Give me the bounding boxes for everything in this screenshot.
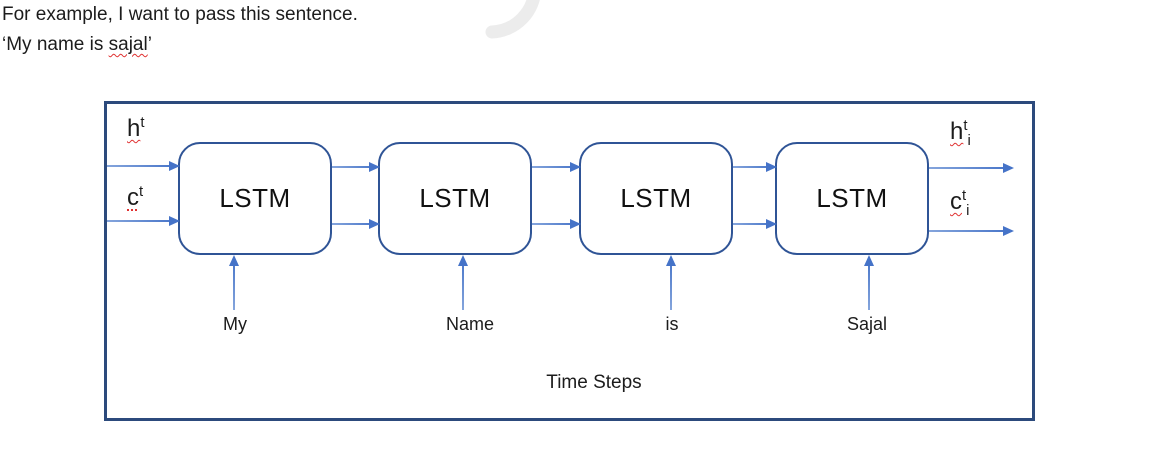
input-word-is: is xyxy=(665,314,679,334)
state-label-h-output-sub: i xyxy=(967,132,971,149)
state-label-c-output-sup: t xyxy=(962,188,967,204)
lstm-block-3-label: LSTM xyxy=(620,183,692,213)
state-label-h-output: hti xyxy=(950,118,971,149)
state-label-h-output-sup: t xyxy=(963,118,968,134)
misspelled-word: sajal xyxy=(108,34,148,55)
decorative-arc-icon xyxy=(485,0,540,39)
state-label-c-output-sub: i xyxy=(966,202,970,219)
state-label-c-output-base: c xyxy=(950,188,962,215)
h-output-arrow-icon xyxy=(929,163,1014,173)
state-label-h-input-base: h xyxy=(127,115,141,142)
state-label-c-output: cti xyxy=(950,188,970,219)
c-output-arrow-icon xyxy=(929,226,1014,236)
state-label-c-input: ct xyxy=(127,184,143,212)
c-input-arrow-icon xyxy=(107,216,180,226)
lstm-block-2-label: LSTM xyxy=(419,183,491,213)
h-arrow-3-4-icon xyxy=(733,162,777,172)
lstm-block-2: LSTM xyxy=(378,142,532,255)
input-word-name: Name xyxy=(445,314,495,334)
lstm-block-4: LSTM xyxy=(775,142,929,255)
lstm-block-4-label: LSTM xyxy=(816,183,888,213)
intro-line-2-suffix: ’ xyxy=(147,34,152,55)
h-arrow-2-3-icon xyxy=(532,162,581,172)
input-word-my: My xyxy=(223,314,247,334)
diagram-frame: ht ct hti cti LSTM LSTM LSTM LSTM My Nam… xyxy=(104,101,1035,421)
h-arrow-1-2-icon xyxy=(332,162,380,172)
c-arrow-3-4-icon xyxy=(733,219,777,229)
input-up-arrow-3-icon xyxy=(666,255,676,310)
lstm-block-3: LSTM xyxy=(579,142,733,255)
state-label-h-input-sup: t xyxy=(140,115,145,131)
input-word-sajal: Sajal xyxy=(846,314,888,334)
c-arrow-1-2-icon xyxy=(332,219,380,229)
diagram-caption: Time Steps xyxy=(546,372,642,393)
h-input-arrow-icon xyxy=(107,161,180,171)
input-up-arrow-1-icon xyxy=(229,255,239,310)
intro-line-2: ‘My name is sajal’ xyxy=(2,33,152,57)
input-up-arrow-2-icon xyxy=(458,255,468,310)
intro-line-1: For example, I want to pass this sentenc… xyxy=(2,4,358,25)
state-label-c-input-sup: t xyxy=(139,184,144,200)
state-label-h-output-base: h xyxy=(950,118,964,145)
intro-line-2-prefix: ‘My name is xyxy=(2,34,109,55)
lstm-block-1: LSTM xyxy=(178,142,332,255)
input-up-arrow-4-icon xyxy=(864,255,874,310)
c-arrow-2-3-icon xyxy=(532,219,581,229)
lstm-block-1-label: LSTM xyxy=(219,183,291,213)
state-label-h-input: ht xyxy=(127,115,145,143)
state-label-c-input-base: c xyxy=(127,184,139,211)
